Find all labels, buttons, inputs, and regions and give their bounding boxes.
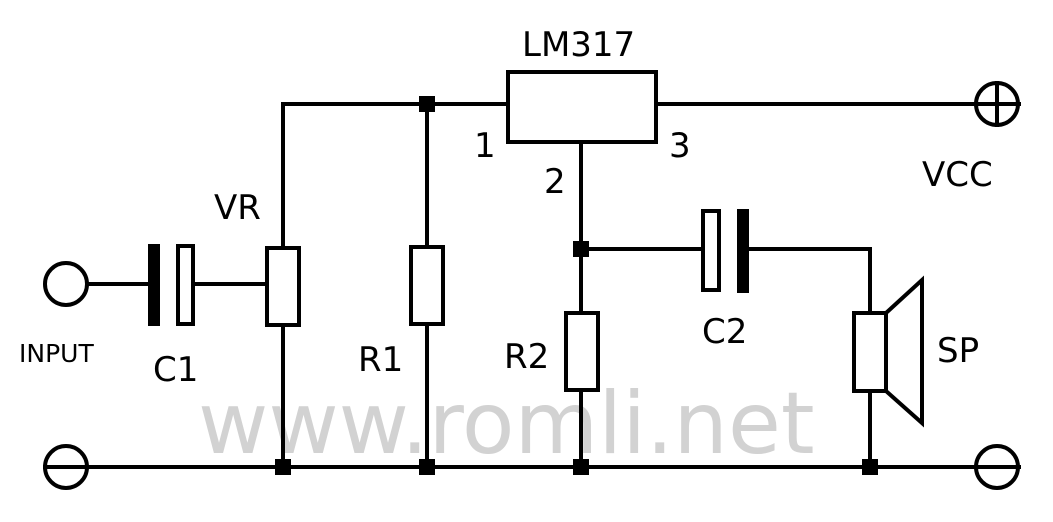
- junction-node-top: [419, 96, 435, 112]
- pin1-label: 1: [474, 126, 496, 166]
- junction-node-pin2: [573, 241, 589, 257]
- c1-plate-solid: [148, 244, 160, 326]
- r2-resistor: [564, 311, 600, 392]
- vcc-label: VCC: [922, 155, 993, 195]
- junction-node-r1-ground: [419, 459, 435, 475]
- junction-node-vr-ground: [275, 459, 291, 475]
- input-label: INPUT: [19, 339, 94, 368]
- junction-node-speaker-ground: [862, 459, 878, 475]
- vr-potentiometer: [265, 246, 301, 327]
- lm317-label: LM317: [522, 25, 635, 65]
- vr-label: VR: [214, 188, 261, 228]
- r2-label: R2: [504, 337, 549, 377]
- c2-label: C2: [702, 312, 747, 352]
- speaker-cone: [884, 275, 924, 428]
- junction-node-r2-ground: [573, 459, 589, 475]
- input-terminal: [43, 261, 89, 307]
- watermark-text: www.romli.net: [198, 374, 815, 474]
- c2-plate-hollow: [701, 209, 721, 292]
- c1-label: C1: [153, 350, 198, 390]
- pin2-label: 2: [544, 162, 566, 202]
- sp-label: SP: [937, 331, 979, 371]
- c2-plate-solid: [737, 209, 749, 293]
- r1-label: R1: [358, 340, 403, 380]
- speaker-body: [852, 311, 888, 393]
- r1-resistor: [409, 245, 445, 326]
- c1-plate-hollow: [176, 244, 195, 326]
- pin3-label: 3: [669, 126, 691, 166]
- lm317-regulator-box: [506, 70, 658, 144]
